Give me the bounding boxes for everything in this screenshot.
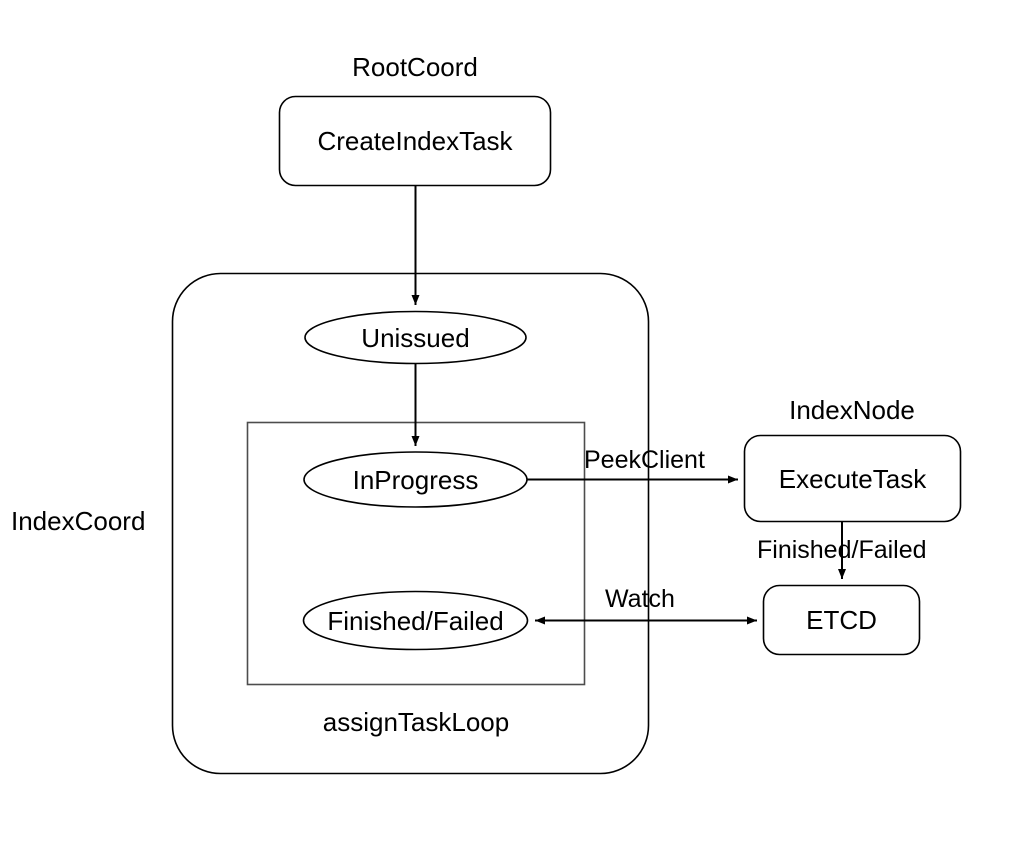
group-label-index-coord: IndexCoord [11, 506, 146, 536]
group-index-coord-shape [171, 272, 650, 775]
node-label-unissued[interactable]: Unissued [361, 323, 470, 353]
node-label-in-progress[interactable]: InProgress [352, 465, 479, 495]
node-etcd-shape[interactable] [762, 584, 921, 656]
edge-label-finished-failed: Finished/Failed [757, 536, 927, 564]
group-label-assign-task-loop: assignTaskLoop [322, 707, 510, 737]
node-label-create-index-task[interactable]: CreateIndexTask [317, 126, 513, 156]
node-finished-failed-state-shape[interactable] [302, 590, 529, 651]
node-execute-task-shape[interactable] [743, 434, 962, 523]
node-label-etcd[interactable]: ETCD [806, 605, 877, 635]
node-label-execute-task[interactable]: ExecuteTask [778, 464, 927, 494]
group-label-root-coord: RootCoord [352, 52, 478, 82]
edge-label-peek-client: PeekClient [584, 446, 705, 474]
node-label-finished-failed-state[interactable]: Finished/Failed [327, 606, 504, 636]
edge-label-watch: Watch [605, 585, 675, 613]
group-label-index-node: IndexNode [789, 395, 915, 425]
